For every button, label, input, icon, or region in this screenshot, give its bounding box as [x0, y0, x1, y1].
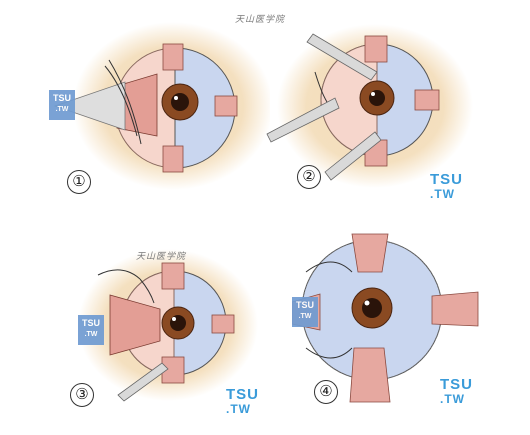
- tsu-brand-watermark: TSU .TW: [226, 387, 259, 417]
- tsu-brand-watermark: TSU .TW: [440, 377, 473, 407]
- pupil-highlight: [364, 300, 370, 306]
- tsu-badge: TSU .TW: [292, 297, 318, 327]
- panel-1: 天山医学院 TSU .TW ①: [45, 15, 284, 200]
- tsu-badge-line1: TSU: [82, 318, 100, 328]
- suture-lower: [305, 347, 353, 359]
- step-number: ③: [70, 383, 94, 407]
- inferior-rectus: [162, 145, 184, 173]
- pupil-highlight: [172, 317, 176, 321]
- suture-curve: [97, 269, 141, 280]
- pupil: [171, 93, 189, 111]
- lateral-rectus: [211, 314, 235, 334]
- panel-2-illustration: [266, 24, 473, 188]
- suture-line: [104, 65, 138, 137]
- panel-4: TSU .TW ④ TSU .TW: [292, 232, 482, 412]
- retractor-upper: [306, 33, 378, 81]
- tsu-brand-watermark: TSU .TW: [430, 172, 463, 202]
- tsu-badge-line1: TSU: [296, 300, 314, 310]
- tsu-badge-line1: TSU: [53, 93, 71, 103]
- lateral-rectus: [414, 89, 440, 111]
- pupil: [369, 90, 385, 106]
- brand-line1: TSU: [430, 171, 463, 188]
- suture-line: [139, 278, 155, 304]
- tsu-badge-line2: .TW: [84, 331, 98, 338]
- step-number: ④: [314, 380, 338, 404]
- tsu-badge: TSU .TW: [49, 90, 75, 120]
- watermark-stamp: 天山医学院: [136, 252, 187, 262]
- brand-line1: TSU: [226, 386, 259, 403]
- suture-line-2: [108, 59, 142, 145]
- retractor-lower: [324, 131, 382, 181]
- scissors: [266, 97, 340, 143]
- brand-line1: TSU: [440, 376, 473, 393]
- pupil-highlight: [371, 92, 375, 96]
- suture-upper: [305, 261, 353, 273]
- watermark-stamp: 天山医学院: [235, 15, 286, 25]
- pupil: [362, 298, 382, 318]
- brand-line2: .TW: [226, 402, 251, 416]
- superior-rectus: [351, 233, 389, 273]
- step-number: ①: [67, 170, 91, 194]
- tsu-badge-line2: .TW: [298, 313, 312, 320]
- superior-rectus: [162, 43, 184, 71]
- panel-3: 天山医学院 TSU .TW ③ TSU .TW: [70, 245, 260, 416]
- tsu-badge: TSU .TW: [78, 315, 104, 345]
- superior-rectus: [161, 262, 185, 290]
- superior-rectus: [364, 35, 388, 63]
- panel-2: ② TSU .TW: [265, 22, 480, 202]
- retractor: [117, 362, 169, 402]
- step-number: ②: [297, 165, 321, 189]
- lateral-rectus: [214, 95, 238, 117]
- inferior-rectus: [349, 347, 391, 403]
- panel-3-illustration: [78, 249, 258, 402]
- panel-1-illustration: [53, 22, 270, 190]
- lateral-rectus: [431, 291, 479, 327]
- pupil-highlight: [174, 96, 178, 100]
- hook: [314, 71, 328, 103]
- optic-nerve-clamp: [53, 81, 126, 131]
- pupil: [170, 315, 186, 331]
- medial-rectus: [109, 294, 161, 356]
- tsu-badge-line2: .TW: [55, 106, 69, 113]
- brand-line2: .TW: [440, 392, 465, 406]
- brand-line2: .TW: [430, 187, 455, 201]
